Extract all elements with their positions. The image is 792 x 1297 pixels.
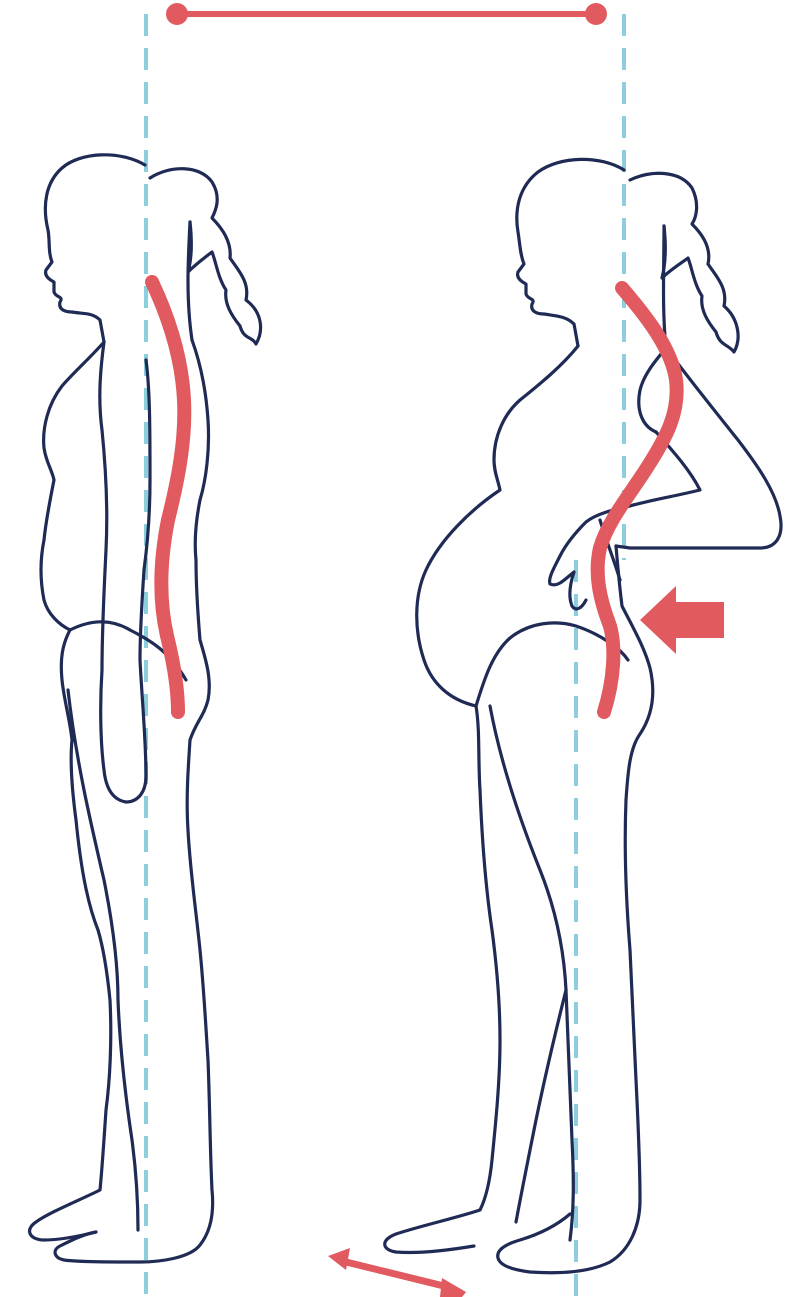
foot-shift-arrow-head-right xyxy=(440,1278,466,1297)
arm-outline xyxy=(100,342,150,802)
figure-pregnant xyxy=(385,159,781,1272)
arrow-left-icon xyxy=(640,586,724,654)
head-outline xyxy=(517,159,624,346)
spine-lordosis xyxy=(598,288,677,712)
leg-inner-outline xyxy=(490,706,573,1240)
center-of-gravity-shift-line xyxy=(166,3,607,25)
head-outline xyxy=(45,155,145,342)
foot-shift-arrow-shaft xyxy=(338,1260,452,1288)
foot-shift-arrow-head-left xyxy=(328,1248,350,1270)
body-front-outline xyxy=(30,342,111,1240)
shift-line-start-dot xyxy=(166,3,188,25)
arm-behind-back-outline xyxy=(616,348,781,548)
double-arrow-icon xyxy=(328,1248,466,1297)
body-front-outline xyxy=(385,346,578,1253)
shift-line-end-dot xyxy=(585,3,607,25)
back-leg-outline xyxy=(516,990,566,1222)
